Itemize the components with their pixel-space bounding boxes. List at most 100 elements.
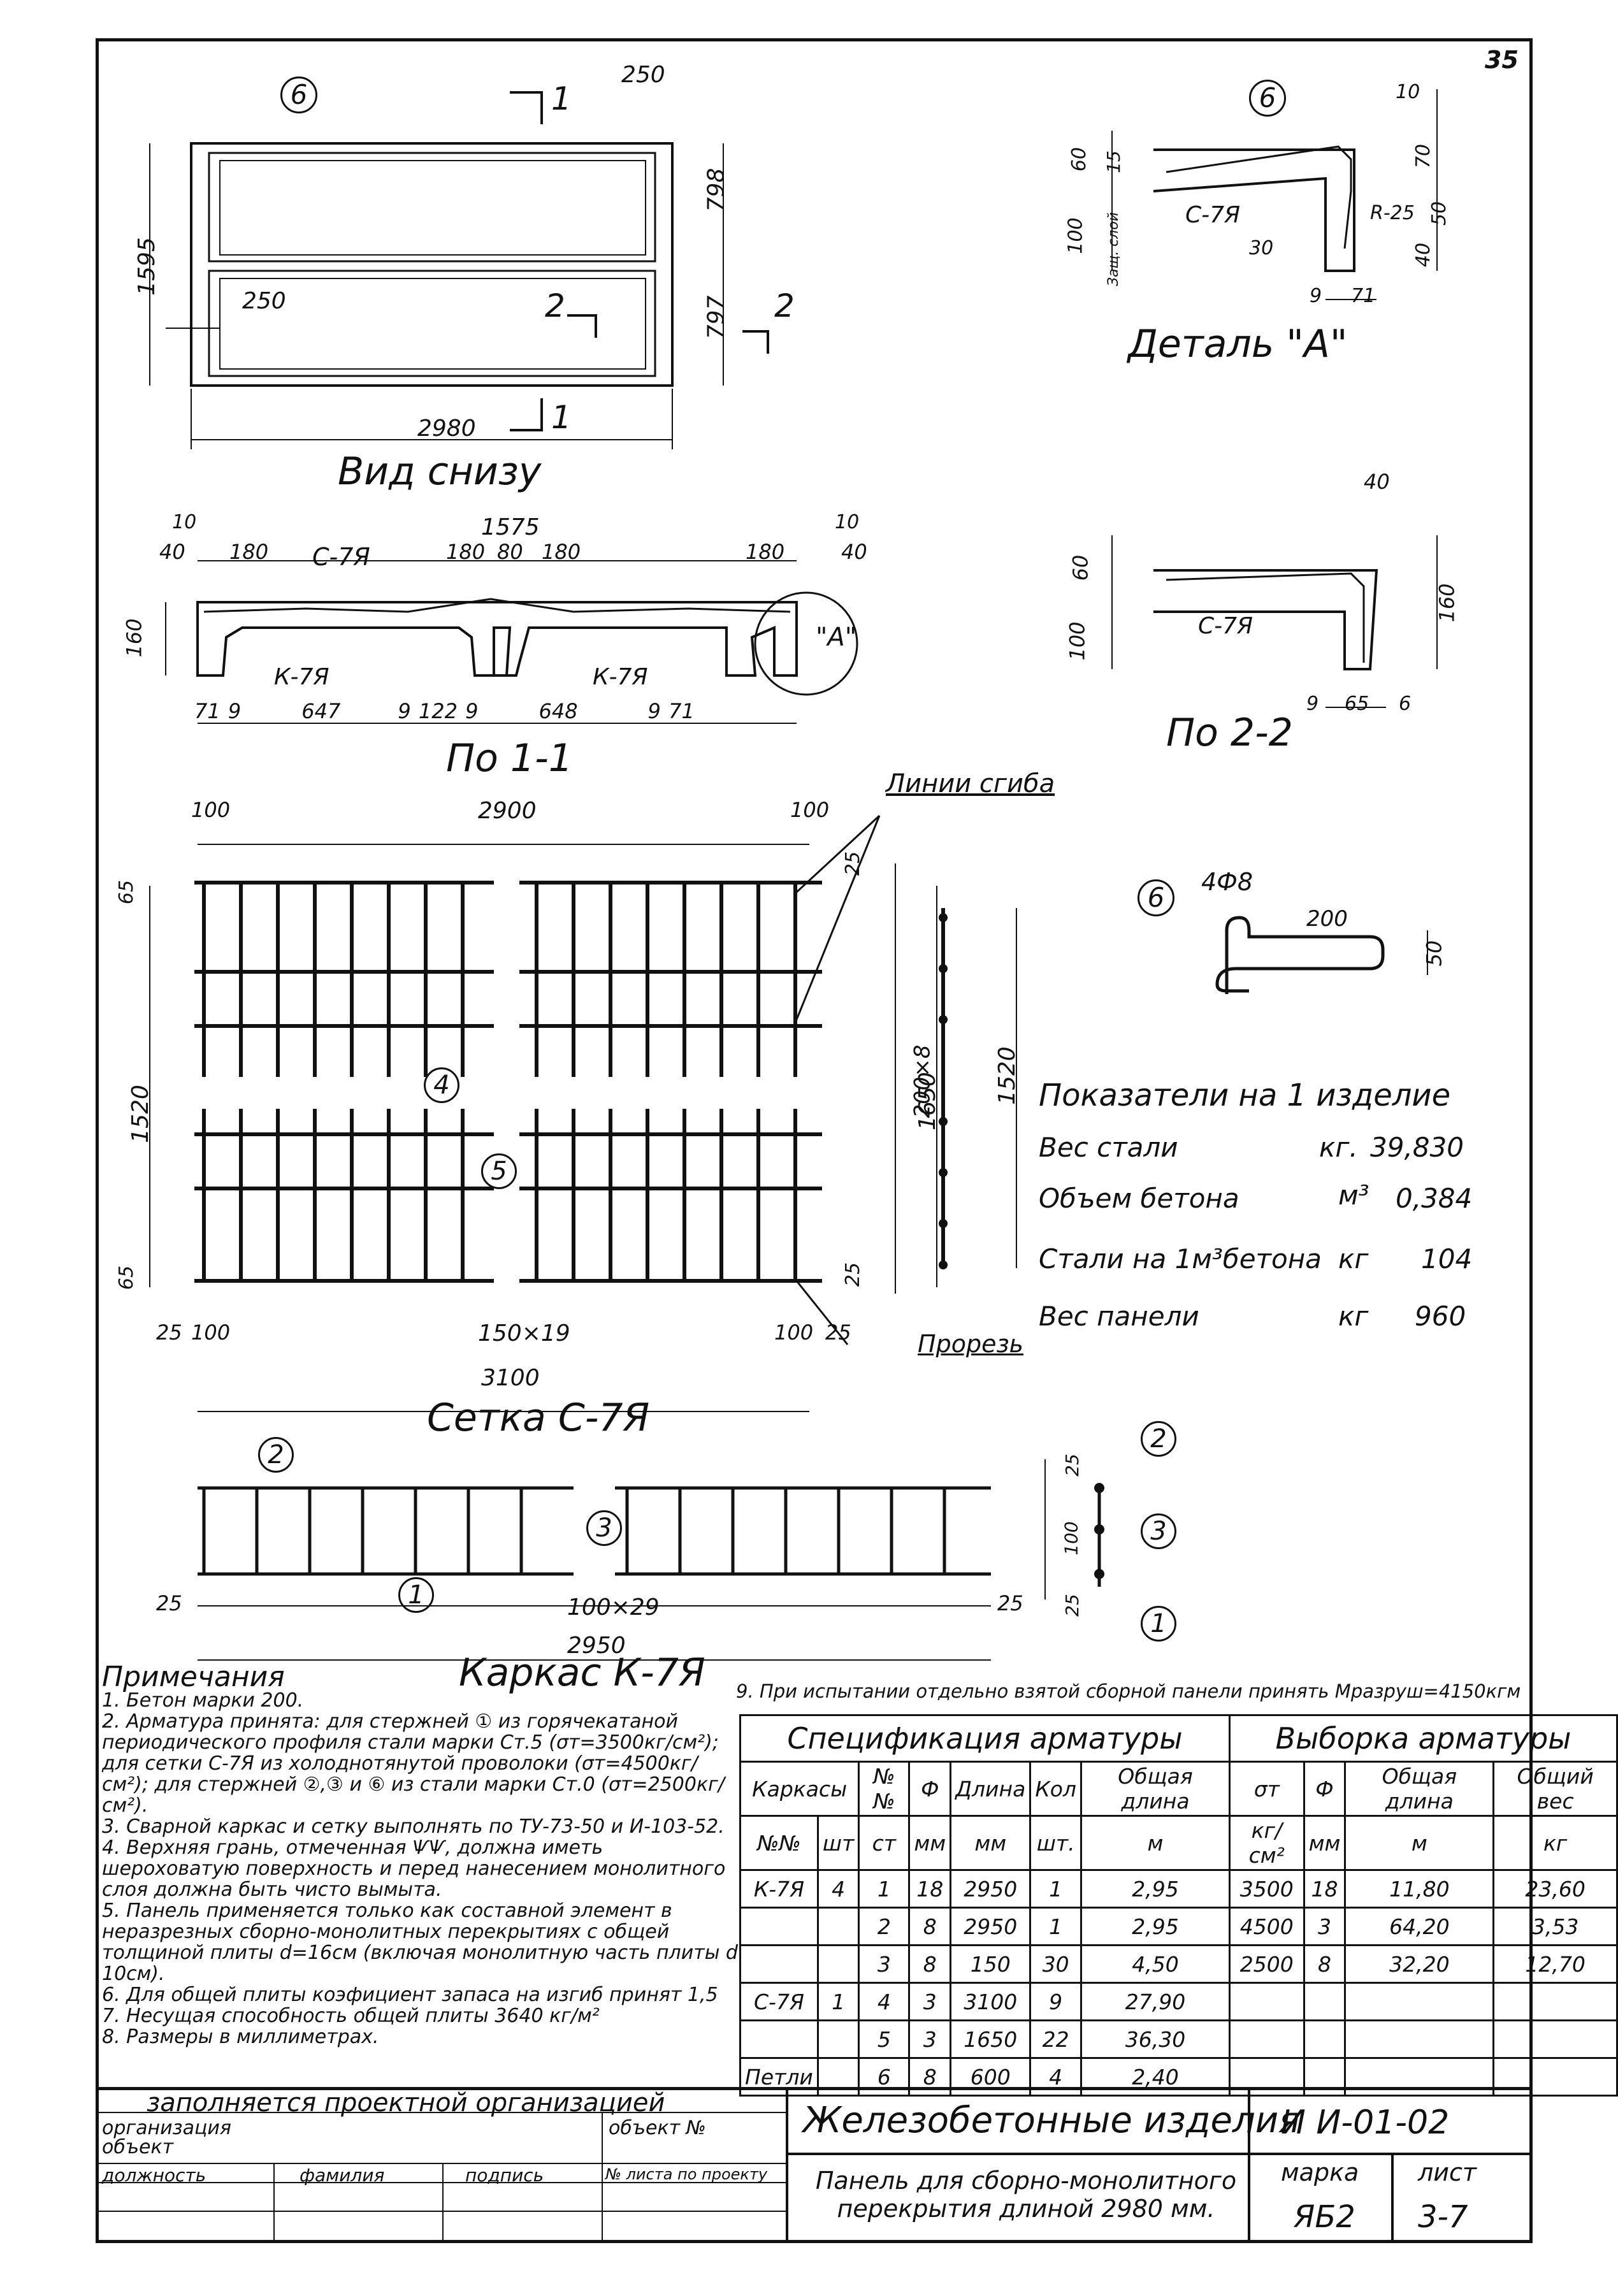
- table-cell-d2: 18: [1303, 1869, 1347, 1909]
- indicator-panel-weight-label: Вес панели: [1039, 1301, 1199, 1332]
- dim-2950: 2950: [567, 1633, 626, 1659]
- label-cover-layer: Защ. слой: [1106, 212, 1122, 287]
- table-cell-len: 3100: [950, 1982, 1032, 2021]
- mesh-section-dot: [939, 1117, 948, 1126]
- indicator-concrete-value: 0,384: [1396, 1183, 1473, 1214]
- unit-cell: м: [1080, 1815, 1231, 1871]
- hdr-no: №№: [858, 1761, 911, 1817]
- dim-25-mesh-top: 25: [842, 851, 865, 876]
- fold-lines-label: Линии сгиба: [886, 769, 1055, 798]
- dim-6-s22: 6: [1399, 693, 1412, 715]
- dim-1520-right: 1520: [993, 1046, 1020, 1105]
- dim-40-left: 40: [159, 540, 185, 564]
- notes-block: Примечания 1. Бетон марки 200. 2. Армату…: [102, 1661, 739, 2048]
- dim-25-side-top: 25: [1061, 1454, 1083, 1477]
- section-mark-1-bottom: 1: [551, 399, 572, 436]
- dim-100-bottom-left: 100: [191, 1320, 231, 1345]
- table-cell-tl: 64,20: [1344, 1907, 1495, 1946]
- table-cell-qty: [816, 1907, 860, 1946]
- note-4: 4. Верхняя грань, отмеченная ѰѰ, должна …: [102, 1837, 726, 1901]
- frame-k7-linework: [198, 1486, 991, 1576]
- dim-100-top-left: 100: [191, 798, 231, 822]
- mesh-section-dot: [939, 913, 948, 922]
- title-block: [96, 2087, 1533, 2246]
- table-cell-tl: [1344, 1982, 1495, 2021]
- dim-65-top: 65: [115, 879, 138, 905]
- note-5: 5. Панель применяется только как составн…: [102, 1900, 738, 1985]
- table-cell-w: [1492, 1982, 1618, 2021]
- dim-65-s22: 65: [1345, 693, 1369, 715]
- table-cell-w: 23,60: [1492, 1869, 1618, 1909]
- dim-3100: 3100: [481, 1365, 540, 1391]
- caption-bottom-view: Вид снизу: [338, 449, 542, 494]
- dim-1520-left: 1520: [127, 1085, 154, 1143]
- table-cell-total: 27,90: [1080, 1982, 1231, 2021]
- unit-cell: кг: [1492, 1815, 1618, 1871]
- section-mark-2-left: 2: [545, 287, 565, 324]
- table-cell-len: 2950: [950, 1907, 1032, 1946]
- mesh-section-dot: [939, 1260, 948, 1269]
- note-7: 7. Несущая способность общей плиты 3640 …: [102, 2005, 600, 2027]
- table-cell-len: 2950: [950, 1869, 1032, 1909]
- dim-50-loop: 50: [1422, 940, 1447, 967]
- hdr-w: Общий вес: [1492, 1761, 1618, 1817]
- table-cell-frame: [739, 1944, 819, 1984]
- caption-mesh-c7: Сетка С-7Я: [427, 1396, 650, 1440]
- tb-surname: фамилия: [300, 2165, 385, 2186]
- notes-heading: Примечания: [102, 1661, 285, 1693]
- dim-25-side-bottom: 25: [1061, 1594, 1083, 1617]
- table-cell-len: 150: [950, 1944, 1032, 1984]
- table-cell-frame: [739, 1907, 819, 1946]
- table-cell-no: 4: [858, 1982, 911, 2021]
- dim-40-s22: 40: [1364, 470, 1390, 494]
- note-1: 1. Бетон марки 200.: [102, 1689, 304, 1712]
- table-cell-n: 30: [1029, 1944, 1083, 1984]
- tb-sheet-no: № листа по проекту: [605, 2165, 768, 2183]
- indicators-title: Показатели на 1 изделие: [1039, 1078, 1451, 1113]
- frame-k7-dots: [1094, 1483, 1104, 1579]
- callout-3-frame: 3: [586, 1510, 622, 1546]
- table-cell-total: 4,50: [1080, 1944, 1231, 1984]
- section-1-1-outline: [165, 560, 858, 724]
- dim-200-loop: 200: [1306, 906, 1348, 932]
- table-cell-d: 3: [908, 1982, 952, 2021]
- dim-180-3: 180: [542, 540, 581, 564]
- table-cell-st: 2500: [1228, 1944, 1305, 1984]
- label-c7-detail: С-7Я: [1185, 202, 1241, 228]
- caption-section-2-2: По 2-2: [1166, 711, 1293, 755]
- tb-description: Панель для сборно-монолитного перекрытия…: [815, 2167, 1237, 2223]
- indicator-steel-per-m3-label: Стали на 1м³бетона: [1039, 1243, 1322, 1274]
- table-cell-frame: С-7Я: [739, 1982, 819, 2021]
- tb-fill-note: заполняется проектной организацией: [147, 2088, 665, 2118]
- dim-797: 797: [703, 295, 730, 340]
- tb-org: организация: [102, 2117, 231, 2139]
- dim-100-top-right: 100: [790, 798, 830, 822]
- note-9: 9. При испытании отдельно взятой сборной…: [736, 1680, 1521, 1702]
- tb-position: должность: [102, 2165, 206, 2186]
- spec-title: Спецификация арматуры: [739, 1714, 1231, 1763]
- unit-cell: м: [1344, 1815, 1495, 1871]
- label-c7-section: С-7Я: [312, 543, 370, 571]
- dim-100-s22: 100: [1065, 621, 1090, 661]
- unit-cell: кг/см²: [1228, 1815, 1305, 1871]
- indicator-steel-unit: кг.: [1319, 1132, 1358, 1163]
- table-cell-d: 8: [908, 1944, 952, 1984]
- callout-1-frame: 1: [398, 1577, 434, 1613]
- dim-25-frame-right: 25: [997, 1591, 1023, 1615]
- table-cell-no: 5: [858, 2019, 911, 2059]
- table-cell-qty: 4: [816, 1869, 860, 1909]
- table-cell-no: 1: [858, 1869, 911, 1909]
- loop-bar-size: 4Ф8: [1201, 868, 1253, 896]
- table-cell-qty: [816, 1944, 860, 1984]
- dim-1595: 1595: [133, 237, 160, 296]
- indicator-panel-weight-unit: кг: [1338, 1301, 1369, 1332]
- note-2: 2. Арматура принята: для стержней ① из г…: [102, 1710, 725, 1817]
- dim-2980: 2980: [417, 415, 476, 442]
